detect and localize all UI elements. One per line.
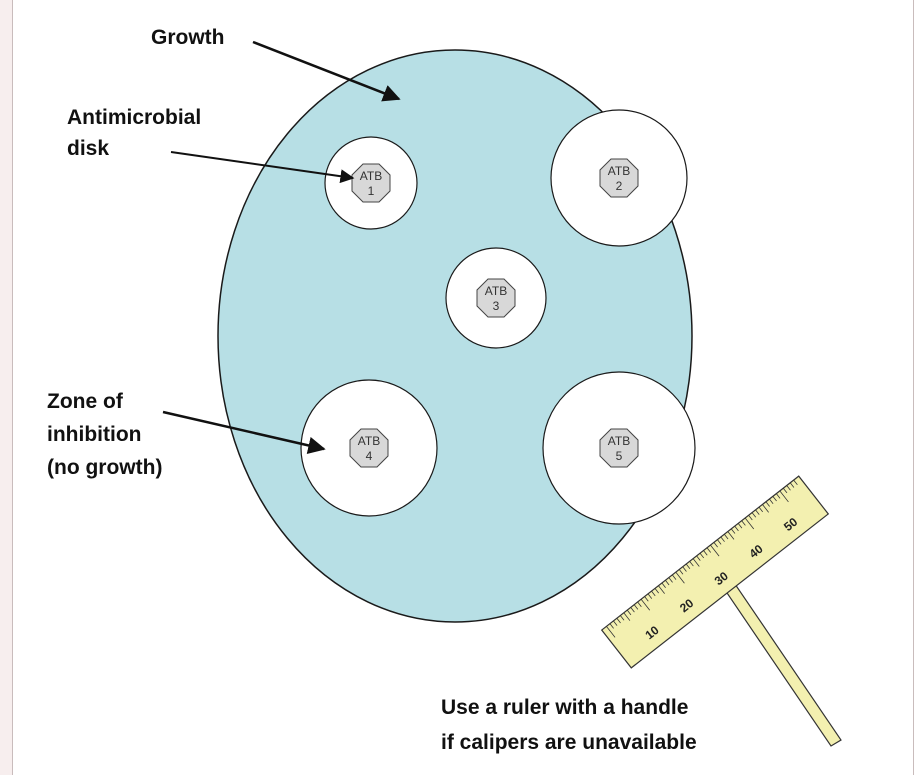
ruler-tick (703, 550, 708, 556)
antimicrobial-disk-label-line2: disk (67, 137, 109, 160)
zone-label-line3: (no growth) (47, 456, 162, 479)
ruler-tick (713, 542, 718, 548)
ruler-tick (699, 552, 705, 559)
growth-label: Growth (151, 26, 225, 49)
ruler-tick (765, 501, 770, 507)
ruler-tick (633, 604, 639, 610)
ruler-tick (689, 561, 694, 567)
ruler-tick (665, 580, 670, 586)
ruler-tick (727, 531, 735, 540)
ruler-tick (758, 506, 764, 513)
antimicrobial-disk-1: ATB 1 (351, 163, 391, 203)
ruler-tick (651, 590, 656, 597)
ruler-tick (692, 558, 700, 567)
ruler-tick (637, 601, 642, 607)
ruler-tick (782, 487, 788, 494)
disk-5-label: ATB (608, 434, 630, 448)
disk-diffusion-diagram: ATB 1 ATB 2 ATB 3 ATB 4 ATB 5 Growth Ant… (47, 26, 842, 754)
ruler-tick (675, 571, 685, 584)
ruler-tick (672, 574, 677, 580)
ruler-tick (685, 563, 691, 570)
ruler-tick (710, 544, 720, 557)
ruler-with-handle: 10 20 30 40 50 (600, 475, 842, 747)
ruler-tick (696, 555, 701, 561)
ruler-tick (626, 609, 632, 616)
antimicrobial-disk-5: ATB 5 (599, 428, 639, 468)
ruler-tick (724, 534, 729, 540)
ruler-tick (658, 585, 665, 594)
ruler-tick (609, 623, 614, 629)
disk-2-label: ATB (608, 164, 630, 178)
ruler-tick (744, 517, 755, 530)
zone-label-line2: inhibition (47, 423, 141, 446)
ruler-tick (779, 490, 789, 503)
ruler-tick (755, 509, 760, 515)
ruler-caption-line1: Use a ruler with a handle (441, 696, 688, 719)
disk-3-label: ATB (485, 284, 507, 298)
ruler-tick (613, 620, 618, 626)
diagram-frame: ATB 1 ATB 2 ATB 3 ATB 4 ATB 5 Growth Ant… (12, 0, 914, 775)
ruler-tick (630, 607, 635, 613)
ruler-tick (616, 617, 621, 624)
antimicrobial-disk-4: ATB 4 (349, 428, 389, 468)
ruler-tick (720, 536, 725, 542)
growth-arrow (252, 40, 401, 102)
ruler-tick (644, 596, 649, 602)
ruler-ticks (606, 479, 798, 638)
ruler-tick (623, 612, 631, 621)
ruler-tick (741, 520, 746, 526)
disk-1-label: ATB (360, 169, 382, 183)
ruler-tick (772, 496, 777, 502)
disk-arrow (170, 151, 355, 184)
ruler-tick (789, 482, 795, 488)
disk-1-number: 1 (368, 184, 375, 198)
disk-3-number: 3 (493, 299, 500, 313)
ruler-tick (606, 626, 616, 638)
ruler-tick (751, 512, 757, 518)
ruler-tick (793, 479, 798, 486)
ruler-tick (654, 588, 660, 594)
zone-arrow (162, 410, 326, 455)
ruler-caption-line2: if calipers are unavailable (441, 731, 697, 754)
ruler-tick (717, 539, 722, 545)
ruler-tick (682, 566, 687, 572)
ruler-tick (730, 528, 736, 534)
antimicrobial-disk-label-line1: Antimicrobial (67, 106, 201, 129)
ruler-tick (640, 599, 651, 611)
antimicrobial-disk-2: ATB 2 (599, 158, 639, 198)
disk-2-number: 2 (616, 179, 623, 193)
disk-4-number: 4 (366, 449, 373, 463)
ruler-tick (706, 547, 712, 553)
ruler-tick (661, 582, 666, 588)
ruler-tick (620, 615, 625, 621)
disk-4-label: ATB (358, 434, 380, 448)
ruler-handle (724, 583, 842, 747)
ruler-tick (734, 525, 739, 532)
ruler-tick (769, 498, 774, 505)
ruler-tick (762, 504, 769, 513)
ruler-tick (786, 485, 791, 491)
disk-5-number: 5 (616, 449, 623, 463)
ruler-tick (647, 593, 653, 599)
zone-label-line1: Zone of (47, 390, 124, 413)
ruler-tick (737, 523, 743, 529)
ruler-tick (776, 493, 781, 499)
ruler-tick (748, 515, 753, 521)
ruler-tick (668, 577, 673, 583)
antimicrobial-disk-3: ATB 3 (476, 278, 516, 318)
ruler-tick (678, 569, 684, 575)
